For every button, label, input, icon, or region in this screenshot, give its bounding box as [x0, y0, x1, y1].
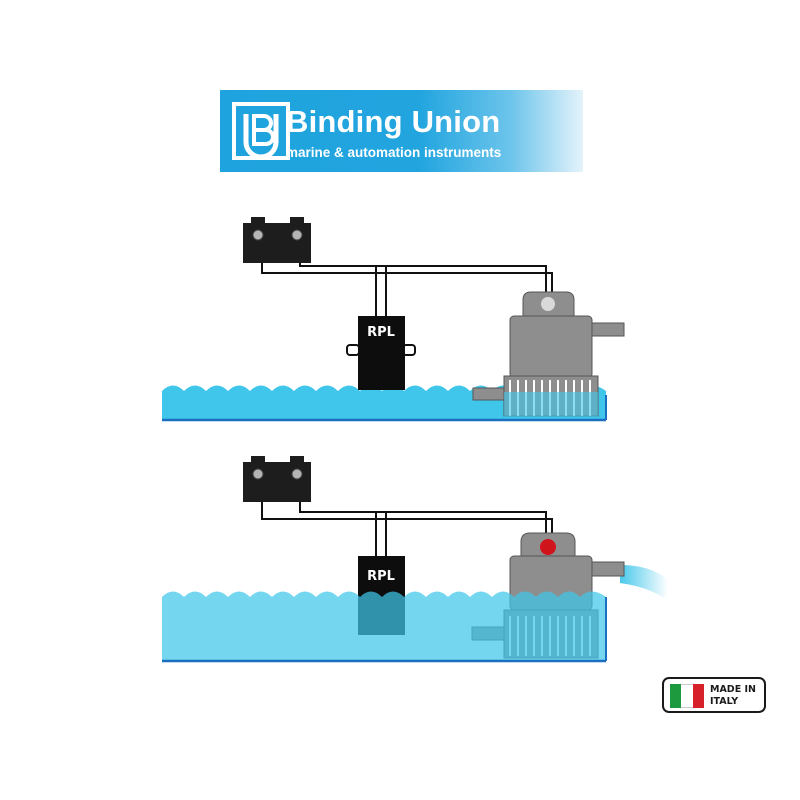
wiring-top — [261, 262, 553, 316]
rpl-label: RPL — [367, 569, 395, 584]
water-level-high — [162, 591, 607, 663]
flag-stripe-red — [692, 684, 704, 708]
rpl-float-switch: RPL — [346, 316, 416, 390]
made-in-italy-badge: MADE IN ITALY — [662, 677, 766, 713]
top-panel: RPL — [162, 217, 625, 422]
bilge-pump-off — [472, 291, 625, 418]
badge-line-1: MADE IN — [710, 684, 756, 695]
battery-icon — [243, 456, 311, 502]
italy-flag-icon — [670, 684, 704, 708]
flag-stripe-white — [681, 684, 693, 708]
brand-logo-banner: Binding Union marine & automation instru… — [220, 90, 583, 172]
wiring-bottom — [261, 502, 553, 558]
brand-tagline: marine & automation instruments — [286, 145, 502, 160]
binding-union-logo-icon — [232, 102, 290, 160]
water-discharge-spray — [620, 565, 668, 598]
brand-name: Binding Union — [286, 104, 501, 139]
rpl-label: RPL — [367, 325, 395, 340]
badge-line-2: ITALY — [710, 696, 739, 707]
pump-indicator-on — [540, 539, 556, 555]
bottom-panel: RPL — [162, 456, 668, 663]
flag-stripe-green — [670, 684, 682, 708]
badge-text: MADE IN ITALY — [710, 684, 756, 708]
pump-indicator-off — [541, 297, 555, 311]
battery-icon — [243, 217, 311, 263]
